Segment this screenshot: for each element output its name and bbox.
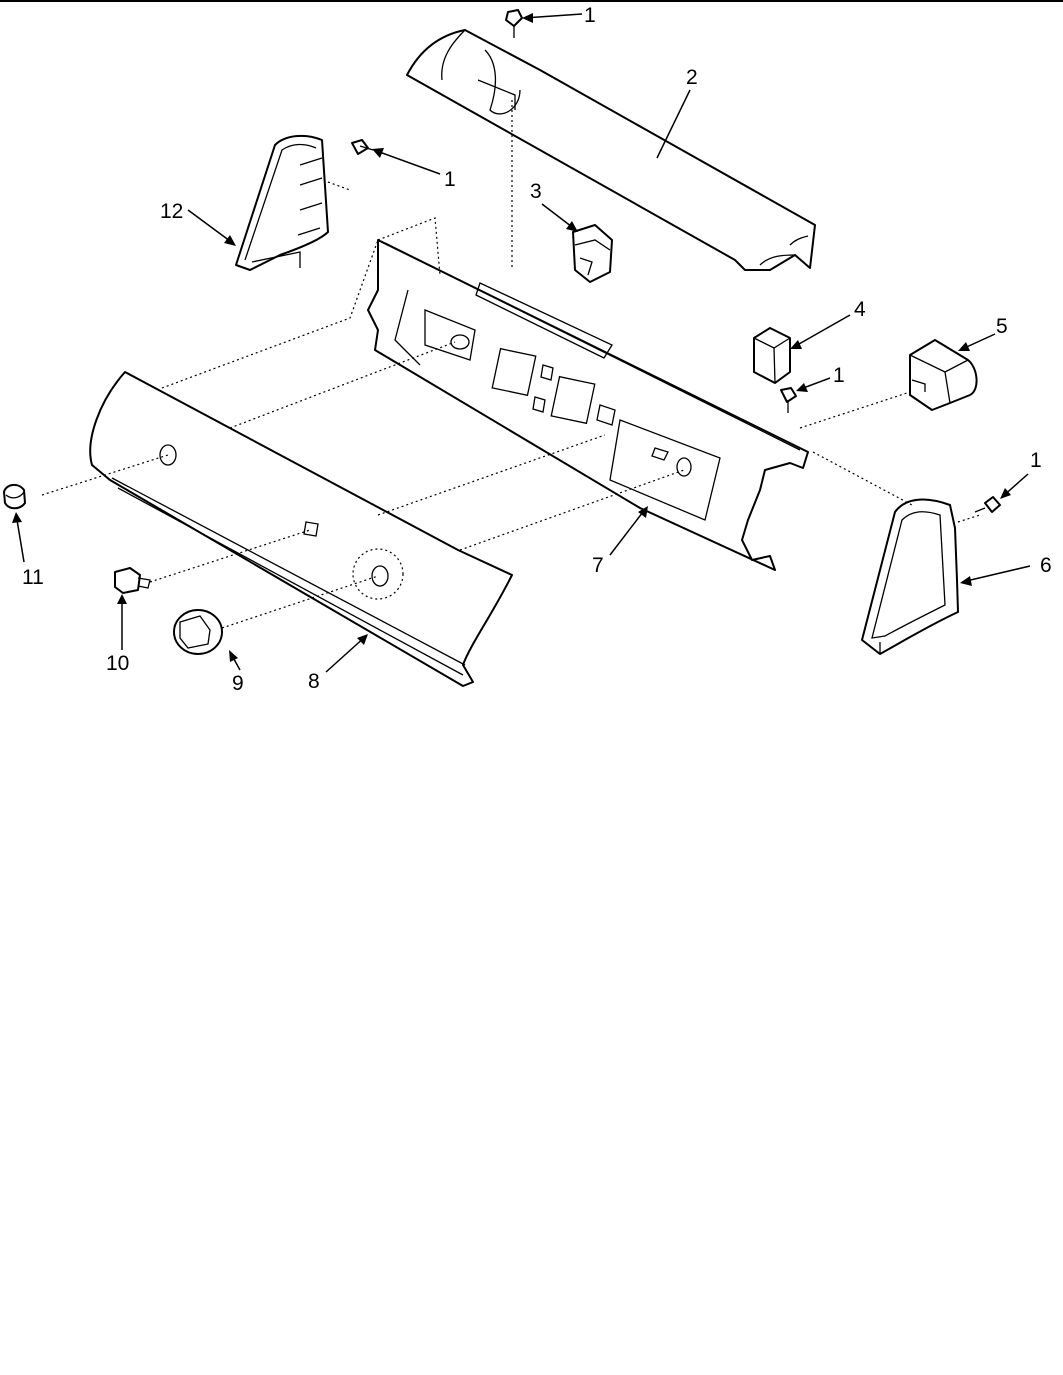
leader-lines bbox=[12, 13, 1031, 673]
part-8-front-console-panel bbox=[89, 371, 513, 687]
callouts: 1 1 1 1 2 3 4 5 6 7 8 9 10 11 12 bbox=[22, 4, 1052, 695]
part-5-timer bbox=[909, 339, 978, 411]
part-9-knob bbox=[173, 609, 223, 655]
callout-1-center: 1 bbox=[833, 364, 845, 387]
part-1-screw-right bbox=[974, 496, 1001, 513]
callout-7: 7 bbox=[592, 554, 604, 577]
callout-8: 8 bbox=[308, 670, 320, 693]
part-1-screw-center bbox=[780, 387, 797, 413]
part-7-control-panel bbox=[367, 239, 809, 571]
callout-1-top: 1 bbox=[584, 4, 596, 27]
callout-6: 6 bbox=[1040, 554, 1052, 577]
assembly-lines bbox=[41, 100, 981, 629]
part-2-console-top-trim bbox=[406, 29, 816, 271]
callout-1-right: 1 bbox=[1030, 449, 1042, 472]
callout-10: 10 bbox=[106, 652, 129, 675]
part-1-screw-left bbox=[351, 139, 374, 155]
part-6-right-end-cap bbox=[861, 498, 959, 655]
callout-2: 2 bbox=[686, 66, 698, 89]
part-4-relay bbox=[753, 327, 791, 384]
part-10-button-switch bbox=[114, 567, 151, 594]
part-1-screw-top bbox=[505, 9, 523, 38]
callout-5: 5 bbox=[996, 315, 1008, 338]
callout-1-left: 1 bbox=[444, 168, 456, 191]
part-3-switch bbox=[572, 224, 613, 283]
part-12-left-end-cap bbox=[235, 134, 329, 271]
callout-11: 11 bbox=[22, 566, 44, 589]
callout-9: 9 bbox=[232, 672, 244, 695]
callout-3: 3 bbox=[530, 180, 542, 203]
callout-12: 12 bbox=[160, 200, 183, 223]
callout-4: 4 bbox=[854, 298, 866, 321]
part-11-button-cap bbox=[3, 484, 26, 510]
